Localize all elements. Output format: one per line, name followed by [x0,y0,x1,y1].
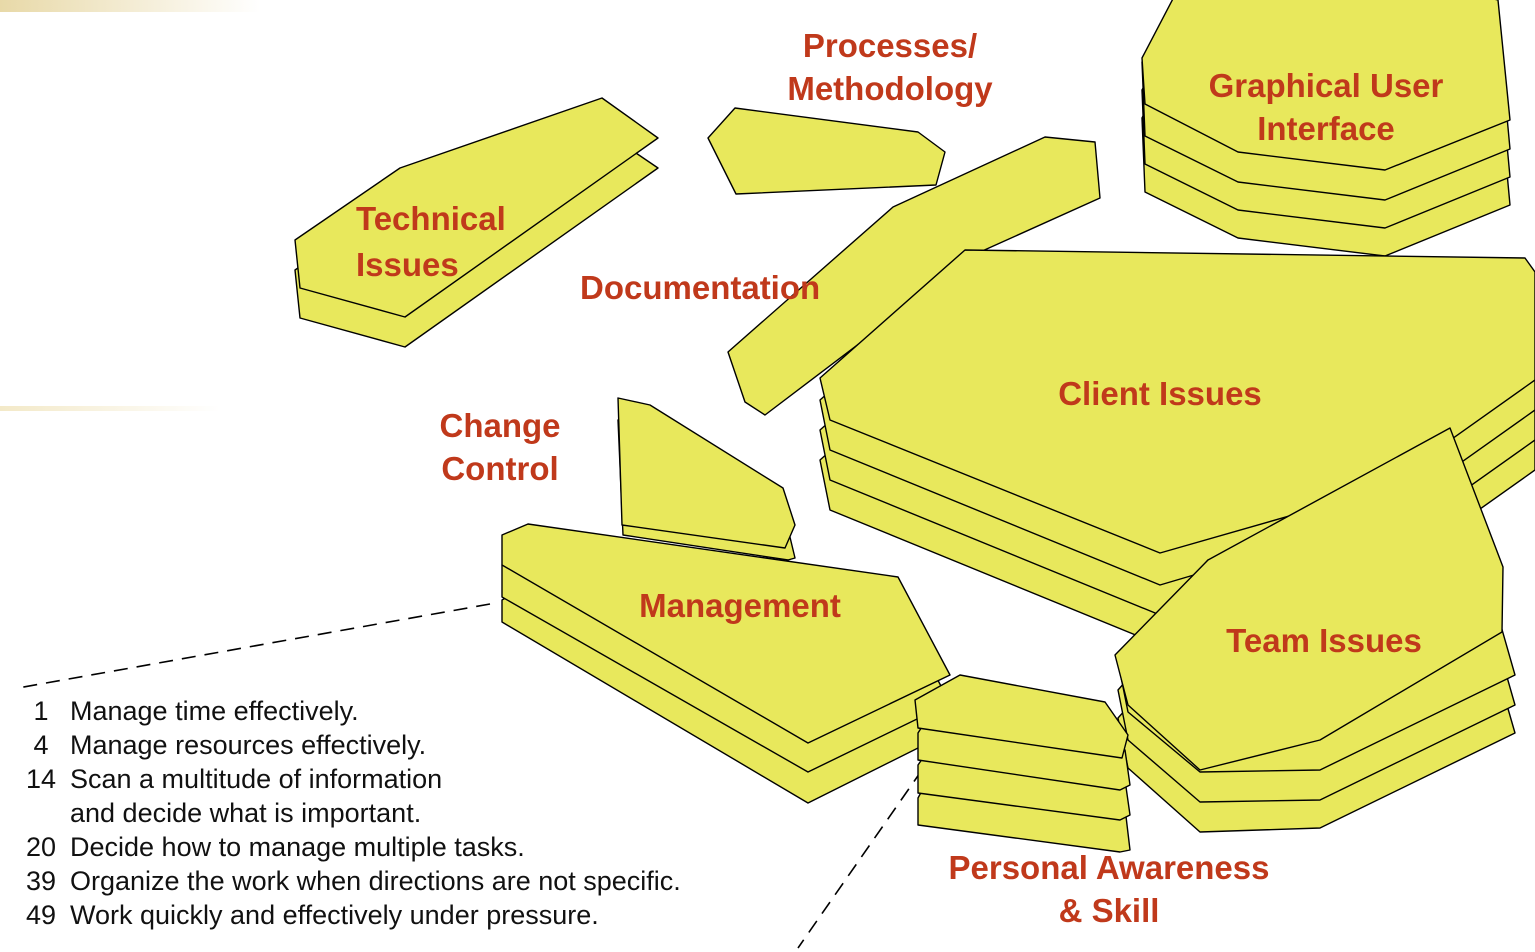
team-issues-label: Team Issues [1184,619,1464,662]
skill-number: 4 [33,730,49,760]
skill-text: Manage time effectively. [70,696,359,726]
personal-awareness-layer [914,674,1129,759]
technical-issues-label-line-2: Issues [356,246,459,283]
technical-issues-layer [294,97,659,318]
skill-text: Scan a multitude of information [70,764,443,794]
change-control-cluster [617,397,796,561]
skill-number: 39 [25,866,57,896]
management-label: Management [600,584,880,627]
gui-layer [1141,0,1511,171]
skill-list-item: 39 Organize the work when directions are… [12,864,681,898]
client-issues-label: Client Issues [1000,372,1320,415]
documentation-label-line-1: Documentation [580,269,821,306]
management-cluster [501,523,951,804]
processes-methodology-label-line-2: Methodology [787,70,993,107]
management-label-line-1: Management [639,587,841,624]
personal-awareness-skill-label-line-1: Personal Awareness [948,849,1270,886]
processes-methodology-shape [707,107,946,195]
documentation-shape [727,136,1101,416]
team-issues-cluster [1114,427,1516,833]
skill-text: Organize the work when directions are no… [70,866,681,896]
graphical-user-interface-cluster [1141,0,1511,257]
graphical-user-interface-label-line-1: Graphical User [1208,67,1444,104]
skill-text: Manage resources effectively. [70,730,427,760]
personal-awareness-skill-label: Personal Awareness & Skill [904,846,1314,932]
skill-list-item: 20 Decide how to manage multiple tasks. [12,830,681,864]
skill-number: 49 [25,900,57,930]
skill-text: Work quickly and effectively under press… [70,900,599,930]
skill-number [12,796,70,830]
graphical-user-interface-label-line-2: Interface [1257,110,1395,147]
skill-text: and decide what is important. [70,798,422,828]
skill-list-item: 1 Manage time effectively. [12,694,681,728]
management-connector-line [17,603,491,689]
skill-text: Decide how to manage multiple tasks. [70,832,525,862]
management-layer [501,523,951,744]
processes-methodology-label: Processes/ Methodology [760,24,1020,110]
team-issues-label-line-1: Team Issues [1226,622,1422,659]
change-control-layer [617,397,796,549]
skill-list-item: 49 Work quickly and effectively under pr… [12,898,681,932]
technical-issues-label-line-1: Technical [356,200,506,237]
personal-awareness-skill-label-line-2: & Skill [1058,892,1160,929]
graphical-user-interface-label: Graphical User Interface [1176,64,1476,150]
corner-gradient [0,0,260,12]
skill-list-item: 14 Scan a multitude of information [12,762,681,796]
skill-list-item: and decide what is important. [12,796,681,830]
skill-list: 1 Manage time effectively. 4 Manage reso… [12,694,681,932]
team-issues-layer [1114,427,1504,771]
skill-list-item: 4 Manage resources effectively. [12,728,681,762]
band-gradient [0,406,220,411]
technical-issues-label: Technical Issues [356,196,506,288]
change-control-label-line-2: Control [441,450,559,487]
personal-connector-line [797,769,923,949]
skill-number: 14 [25,764,57,794]
client-issues-layer [819,249,1535,554]
personal-awareness-cluster [914,674,1131,853]
change-control-label-line-1: Change [439,407,561,444]
processes-methodology-label-line-1: Processes/ [802,27,978,64]
documentation-label: Documentation [580,266,820,309]
client-issues-label-line-1: Client Issues [1058,375,1262,412]
technical-issues-cluster [294,97,659,348]
change-control-label: Change Control [410,404,590,490]
skill-number: 1 [33,696,49,726]
skill-number: 20 [25,832,57,862]
